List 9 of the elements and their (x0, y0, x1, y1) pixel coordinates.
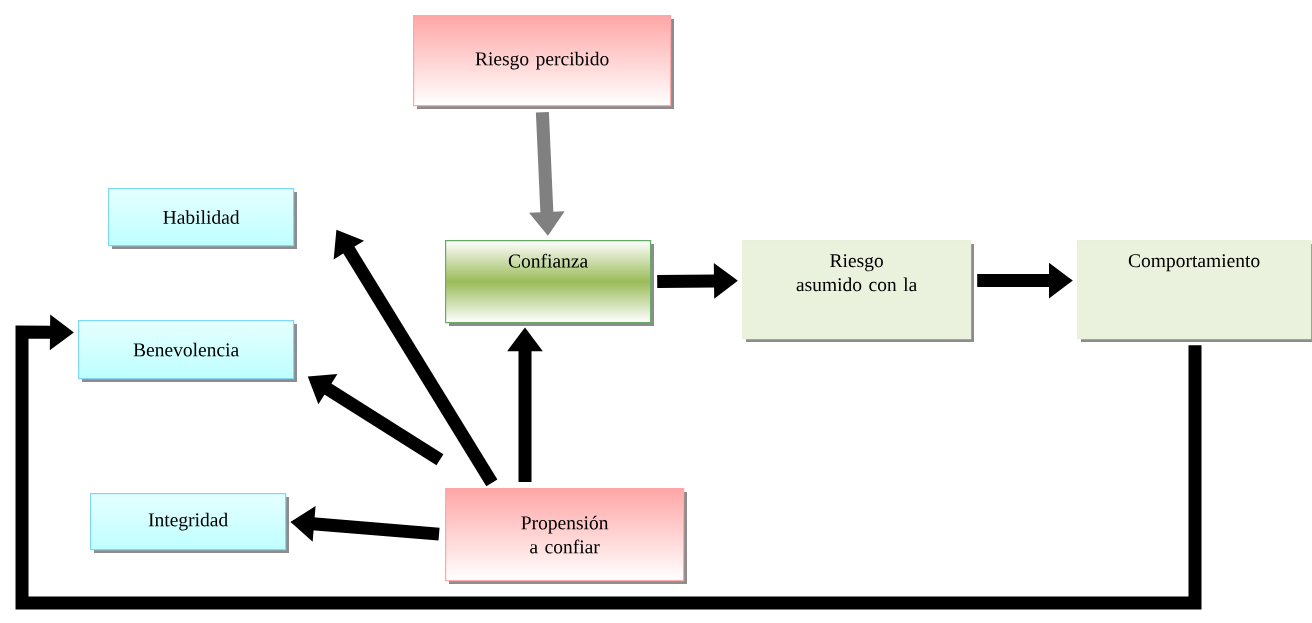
factor-box: Benevolencia (78, 320, 297, 382)
factor-box: Riesgo percibido (413, 15, 674, 109)
outcome-box: Riesgo asumido con la (742, 240, 974, 342)
block-arrow (15, 314, 1202, 610)
factor-box: Integridad (90, 493, 289, 553)
factor-box: Propensión a confiar (445, 488, 687, 584)
outcome-box: Comportamiento (1077, 240, 1312, 342)
factor-box: Habilidad (108, 188, 297, 249)
trust-box: Confianza (445, 240, 654, 326)
